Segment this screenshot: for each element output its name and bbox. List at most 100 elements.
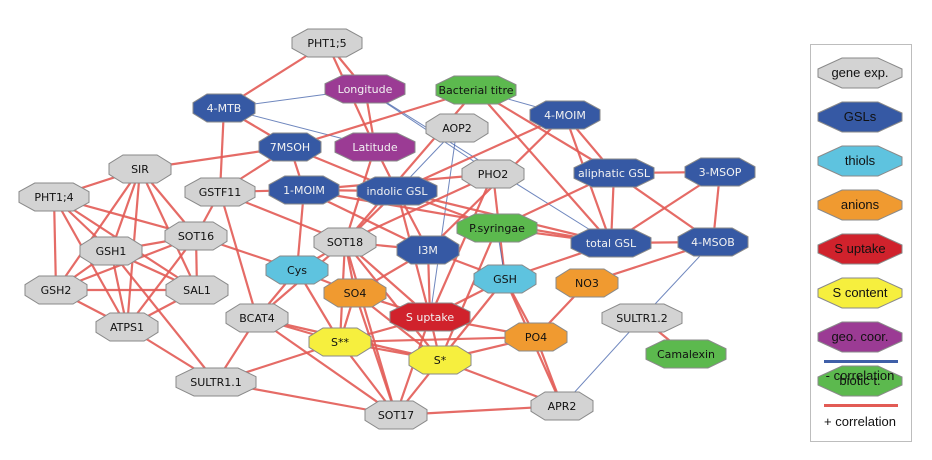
node-label-aop2: AOP2: [442, 122, 472, 135]
node-label-bcat4: BCAT4: [239, 312, 274, 325]
node-shape-indolic-gsl: [356, 176, 438, 206]
positive-edge-gsh1-sultr1-1: [110, 250, 217, 383]
node-7msoh: 7MSOH: [258, 132, 322, 162]
node-longitude: Longitude: [324, 74, 406, 104]
legend-label-thiols: thiols: [844, 153, 876, 168]
node-shape-sal1: [165, 275, 229, 305]
node-gsh1: GSH1: [79, 236, 143, 266]
node-label-pho2: PHO2: [478, 168, 509, 181]
legend-swatch-thiols: [817, 145, 903, 177]
node-shape-aliphatic-gsl: [573, 158, 655, 188]
positive-edge-1-moim-total-gsl: [303, 188, 612, 245]
node-shape-sot17: [364, 400, 428, 430]
node-s: S**: [308, 327, 372, 357]
node-label-4-msob: 4-MSOB: [691, 236, 735, 249]
node-po4: PO4: [504, 322, 568, 352]
legend-item-s-content: S content: [817, 277, 903, 309]
node-pht1-4: PHT1;4: [18, 182, 90, 212]
node-shape-p-syringae: [456, 213, 538, 243]
node-shape-po4: [504, 322, 568, 352]
negative-edge-aop2-s-uptake: [429, 127, 458, 318]
node-3-msop: 3-MSOP: [684, 157, 756, 187]
legend-item-geo-coor: geo. coor.: [817, 321, 903, 353]
node-label-gsh: GSH: [493, 273, 517, 286]
node-aop2: AOP2: [425, 113, 489, 143]
legend-item-biotic: biotic t.: [817, 365, 903, 397]
node-gstf11: GSTF11: [184, 177, 256, 207]
positive-edge-sir-gsh2: [55, 168, 141, 291]
node-sot17: SOT17: [364, 400, 428, 430]
node-indolic-gsl: indolic GSL: [356, 176, 438, 206]
node-label-p-syringae: P.syringae: [469, 222, 525, 235]
node-sot16: SOT16: [164, 221, 228, 251]
node-shape-sir: [108, 154, 172, 184]
node-label-camalexin: Camalexin: [657, 348, 715, 361]
node-s-uptake: S uptake: [389, 302, 471, 332]
legend-swatch-anions: [817, 189, 903, 221]
legend-item-s-uptake: S uptake: [817, 233, 903, 265]
node-label-sal1: SAL1: [183, 284, 211, 297]
legend-item-gene-exp: gene exp.: [817, 57, 903, 89]
node-label-gsh2: GSH2: [41, 284, 72, 297]
node-label-no3: NO3: [575, 277, 599, 290]
positive-edge-bacterial-titre-total-gsl: [475, 89, 612, 244]
node-shape-sultr1-1: [175, 367, 257, 397]
node-label-pht1-4: PHT1;4: [34, 191, 73, 204]
node-latitude: Latitude: [334, 132, 416, 162]
node-label-s-uptake: S uptake: [406, 311, 454, 324]
node-label-7msoh: 7MSOH: [270, 141, 310, 154]
legend-label-gene-exp: gene exp.: [831, 65, 889, 80]
node-shape-sultr1-2: [601, 303, 683, 333]
node-camalexin: Camalexin: [645, 339, 727, 369]
positive-edge-4-moim-indolic-gsl: [396, 113, 566, 193]
legend-swatch-gsls: [817, 101, 903, 133]
node-s: S*: [408, 345, 472, 375]
legend-item-gsls: GSLs: [817, 101, 903, 133]
legend-swatch-s-content: [817, 277, 903, 309]
positive-edge-pht1-4-gsh2: [52, 196, 58, 291]
legend-item-anions: anions: [817, 189, 903, 221]
node-sir: SIR: [108, 154, 172, 184]
legend-label-s-content: S content: [832, 285, 888, 300]
node-label-pht1-5: PHT1;5: [307, 37, 346, 50]
node-label-i3m: I3M: [418, 244, 438, 257]
node-label-sot16: SOT16: [178, 230, 214, 243]
node-label-gstf11: GSTF11: [199, 186, 242, 199]
node-shape-4-moim: [529, 100, 601, 130]
node-label-gsh1: GSH1: [96, 245, 127, 258]
node-label-latitude: Latitude: [352, 141, 398, 154]
legend: gene exp. GSLs thiols anions S uptake S …: [810, 44, 912, 442]
node-shape-bcat4: [225, 303, 289, 333]
node-shape-1-moim: [268, 175, 340, 205]
node-shape-sot18: [313, 227, 377, 257]
positive-edge-pho2-sot18: [344, 173, 494, 243]
node-aliphatic-gsl: aliphatic GSL: [573, 158, 655, 188]
positive-edge-so4-sot17: [353, 292, 398, 416]
legend-swatch-geo-coor: [817, 321, 903, 353]
node-sot18: SOT18: [313, 227, 377, 257]
node-label-sultr1-1: SULTR1.1: [190, 376, 242, 389]
node-shape-i3m: [396, 235, 460, 265]
node-label-atps1: ATPS1: [110, 321, 144, 334]
positive-edge-p-syringae-s: [438, 227, 499, 361]
node-label-longitude: Longitude: [338, 83, 393, 96]
node-label-apr2: APR2: [548, 400, 577, 413]
node-label-bacterial-titre: Bacterial titre: [438, 84, 513, 97]
positive-edge-sot16-atps1: [126, 235, 197, 328]
node-label-total-gsl: total GSL: [586, 237, 637, 250]
node-bacterial-titre: Bacterial titre: [435, 75, 517, 105]
legend-item-thiols: thiols: [817, 145, 903, 177]
node-shape-7msoh: [258, 132, 322, 162]
node-shape-s: [408, 345, 472, 375]
node-shape-3-msop: [684, 157, 756, 187]
node-shape-4-msob: [677, 227, 749, 257]
node-label-s: S**: [331, 336, 349, 349]
legend-label-s-uptake: S uptake: [834, 241, 886, 256]
node-gsh2: GSH2: [24, 275, 88, 305]
node-shape-pht1-5: [291, 28, 363, 58]
legend-label-gsls: GSLs: [843, 109, 877, 124]
node-p-syringae: P.syringae: [456, 213, 538, 243]
node-4-mtb: 4-MTB: [192, 93, 256, 123]
node-apr2: APR2: [530, 391, 594, 421]
